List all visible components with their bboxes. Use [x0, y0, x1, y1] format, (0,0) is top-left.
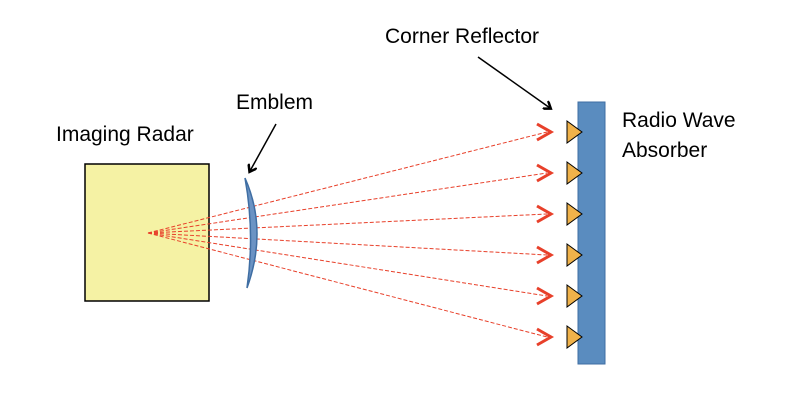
radar-ray	[147, 232, 548, 297]
radar-rays	[147, 122, 555, 347]
corner-reflectors	[566, 120, 583, 349]
imaging-radar-box	[84, 163, 210, 302]
corner-reflector-pointer-arrow	[477, 56, 550, 108]
ray-arrow-icon	[536, 286, 555, 306]
radar-ray	[147, 232, 548, 338]
radio-wave-absorber-label-line1: Radio Wave	[622, 109, 736, 132]
corner-reflector-label: Corner Reflector	[385, 25, 539, 48]
imaging-radar-label: Imaging Radar	[56, 123, 194, 146]
corner-reflector-triangle-icon	[566, 325, 583, 349]
radar-ray	[147, 213, 548, 234]
ray-arrow-icon	[536, 163, 555, 183]
emblem-lens	[244, 177, 258, 289]
ray-arrow-icon	[536, 327, 555, 347]
corner-reflector-triangle-icon	[566, 243, 583, 267]
ray-arrow-icon	[536, 122, 555, 142]
corner-reflector-triangle-icon	[566, 202, 583, 226]
radar-ray	[147, 232, 548, 256]
radar-ray	[147, 172, 548, 234]
corner-reflector-triangle-icon	[566, 161, 583, 185]
corner-reflector-triangle-icon	[566, 120, 583, 144]
emblem-label: Emblem	[236, 91, 313, 114]
emblem-pointer-arrow	[250, 123, 277, 171]
radio-wave-absorber-label-line2: Absorber	[622, 139, 707, 162]
corner-reflector-triangle-icon	[566, 284, 583, 308]
radar-ray	[147, 131, 548, 234]
radio-wave-absorber-panel	[577, 101, 606, 365]
ray-arrow-icon	[536, 204, 555, 224]
ray-arrow-icon	[536, 245, 555, 265]
